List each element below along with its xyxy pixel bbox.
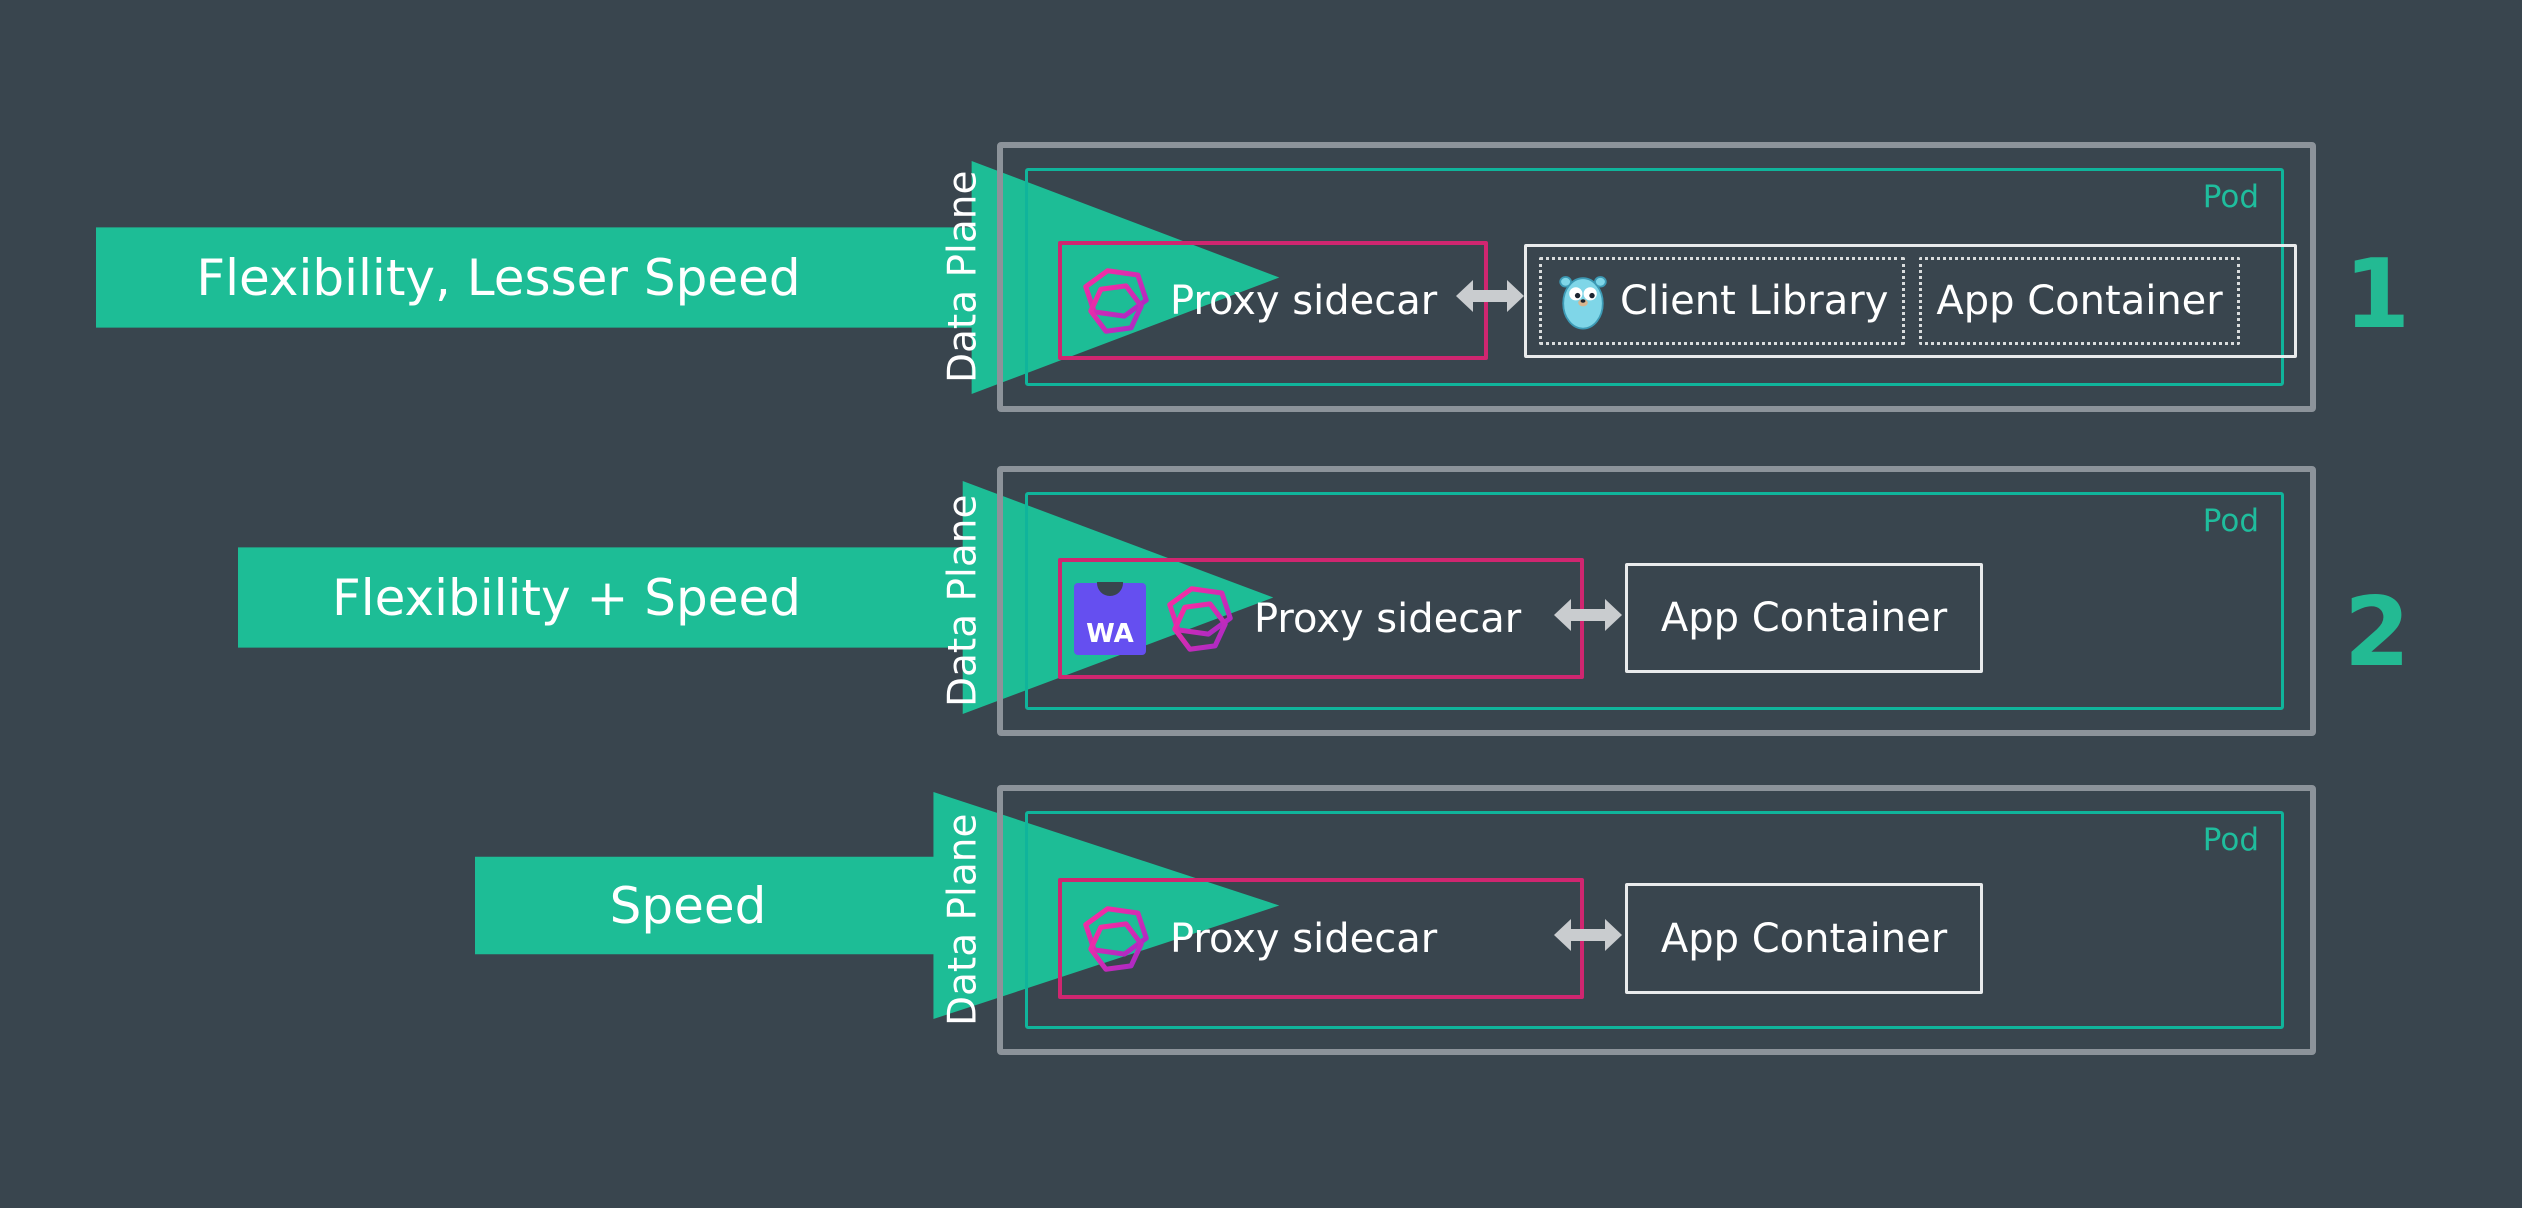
pod-box: Pod	[1025, 168, 2284, 386]
pod-row-1: Pod Proxy sidecar	[997, 142, 2316, 412]
arrow-label: Speed	[609, 876, 767, 935]
proxy-sidecar-box: Proxy sidecar	[1058, 241, 1488, 360]
client-library-box: Client Library	[1539, 257, 1906, 345]
double-arrow-icon	[1554, 599, 1622, 631]
pod-row-3: Pod Proxy sidecar App Container	[997, 785, 2316, 1055]
envoy-proxy-icon	[1083, 267, 1149, 334]
node-border-box	[997, 785, 2316, 1055]
webassembly-icon: WA	[1074, 582, 1146, 655]
proxy-sidecar-label: Proxy sidecar	[1254, 595, 1522, 642]
app-group-box: Client Library App Container	[1524, 244, 2297, 358]
data-plane-label: Data Plane	[940, 813, 986, 1027]
app-container-box: App Container	[1625, 883, 1983, 994]
app-container-label: App Container	[1660, 595, 1948, 641]
pod-row-2: Pod WA Proxy sidecar App Container	[997, 466, 2316, 736]
webassembly-icon-label: WA	[1086, 618, 1134, 649]
proxy-sidecar-box: Proxy sidecar	[1058, 878, 1584, 999]
pod-label: Pod	[2202, 503, 2259, 539]
app-container-box: App Container	[1625, 563, 1983, 673]
arrow-label: Flexibility, Lesser Speed	[196, 248, 801, 307]
proxy-sidecar-box: WA Proxy sidecar	[1058, 558, 1584, 679]
double-arrow-icon	[1554, 919, 1622, 951]
pod-label: Pod	[2202, 822, 2259, 858]
client-library-label: Client Library	[1620, 278, 1889, 324]
app-container-label: App Container	[1936, 278, 2223, 324]
envoy-proxy-icon	[1167, 585, 1233, 652]
app-container-box: App Container	[1919, 257, 2240, 345]
proxy-sidecar-label: Proxy sidecar	[1170, 915, 1438, 962]
node-border-box	[997, 466, 2316, 736]
node-border-box	[997, 142, 2316, 412]
arrow-label: Flexibility + Speed	[331, 568, 802, 627]
pod-box: Pod	[1025, 811, 2284, 1029]
envoy-proxy-icon	[1083, 905, 1149, 972]
pod-box: Pod	[1025, 492, 2284, 710]
data-plane-label: Data Plane	[940, 494, 986, 708]
row-number-1: 1	[2344, 240, 2411, 350]
go-gopher-icon	[1559, 276, 1607, 330]
row-number-2: 2	[2344, 578, 2411, 688]
proxy-sidecar-label: Proxy sidecar	[1170, 277, 1438, 324]
app-container-label: App Container	[1660, 915, 1948, 962]
pod-label: Pod	[2202, 179, 2259, 215]
data-plane-label: Data Plane	[940, 170, 986, 384]
double-arrow-icon	[1456, 280, 1524, 312]
